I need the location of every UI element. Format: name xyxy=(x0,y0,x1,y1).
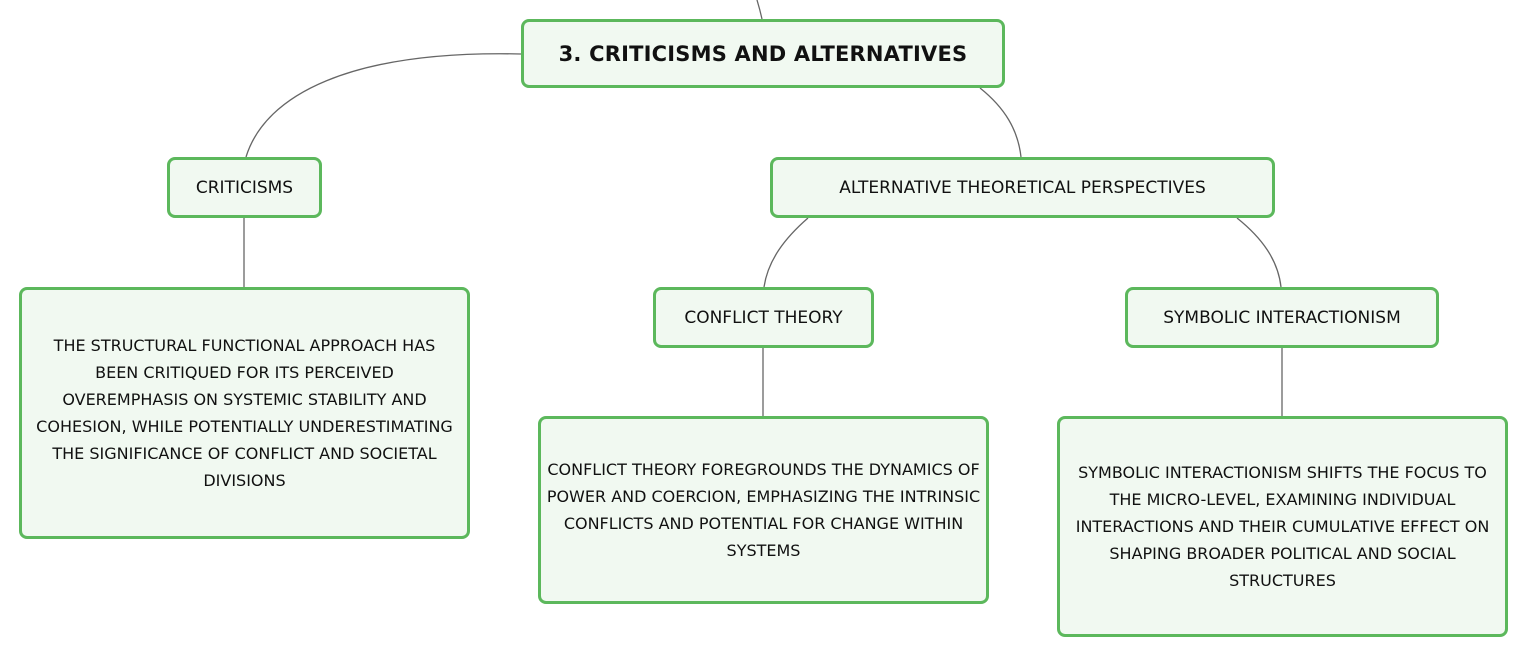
connector-root-to-alternatives xyxy=(979,87,1022,158)
criticisms-description-node[interactable]: THE STRUCTURAL FUNCTIONAL APPROACH HAS B… xyxy=(19,287,470,539)
symbolic-interactionism-description-text: SYMBOLIC INTERACTIONISM SHIFTS THE FOCUS… xyxy=(1075,463,1490,590)
root-topic-node[interactable]: 3. CRITICISMS AND ALTERNATIVES xyxy=(521,19,1005,88)
connector-parent-to-root xyxy=(756,0,763,20)
conflict-theory-description-text: CONFLICT THEORY FOREGROUNDS THE DYNAMICS… xyxy=(546,460,981,560)
criticisms-node[interactable]: CRITICISMS xyxy=(167,157,322,218)
connector-alternatives-to-symbolic-interactionism xyxy=(1236,217,1282,288)
criticisms-description-text: THE STRUCTURAL FUNCTIONAL APPROACH HAS B… xyxy=(36,336,453,490)
conflict-theory-label: CONFLICT THEORY xyxy=(684,307,843,328)
conflict-theory-node[interactable]: CONFLICT THEORY xyxy=(653,287,874,348)
conflict-theory-description-node[interactable]: CONFLICT THEORY FOREGROUNDS THE DYNAMICS… xyxy=(538,416,989,604)
alternative-perspectives-node[interactable]: ALTERNATIVE THEORETICAL PERSPECTIVES xyxy=(770,157,1275,218)
symbolic-interactionism-node[interactable]: SYMBOLIC INTERACTIONISM xyxy=(1125,287,1439,348)
root-topic-label: 3. CRITICISMS AND ALTERNATIVES xyxy=(558,41,968,66)
alternative-perspectives-label: ALTERNATIVE THEORETICAL PERSPECTIVES xyxy=(839,177,1206,198)
connector-root-to-criticisms xyxy=(245,53,522,158)
symbolic-interactionism-description-node[interactable]: SYMBOLIC INTERACTIONISM SHIFTS THE FOCUS… xyxy=(1057,416,1508,637)
symbolic-interactionism-label: SYMBOLIC INTERACTIONISM xyxy=(1163,307,1401,328)
criticisms-label: CRITICISMS xyxy=(195,177,294,198)
connector-alternatives-to-conflict-theory xyxy=(763,217,809,288)
